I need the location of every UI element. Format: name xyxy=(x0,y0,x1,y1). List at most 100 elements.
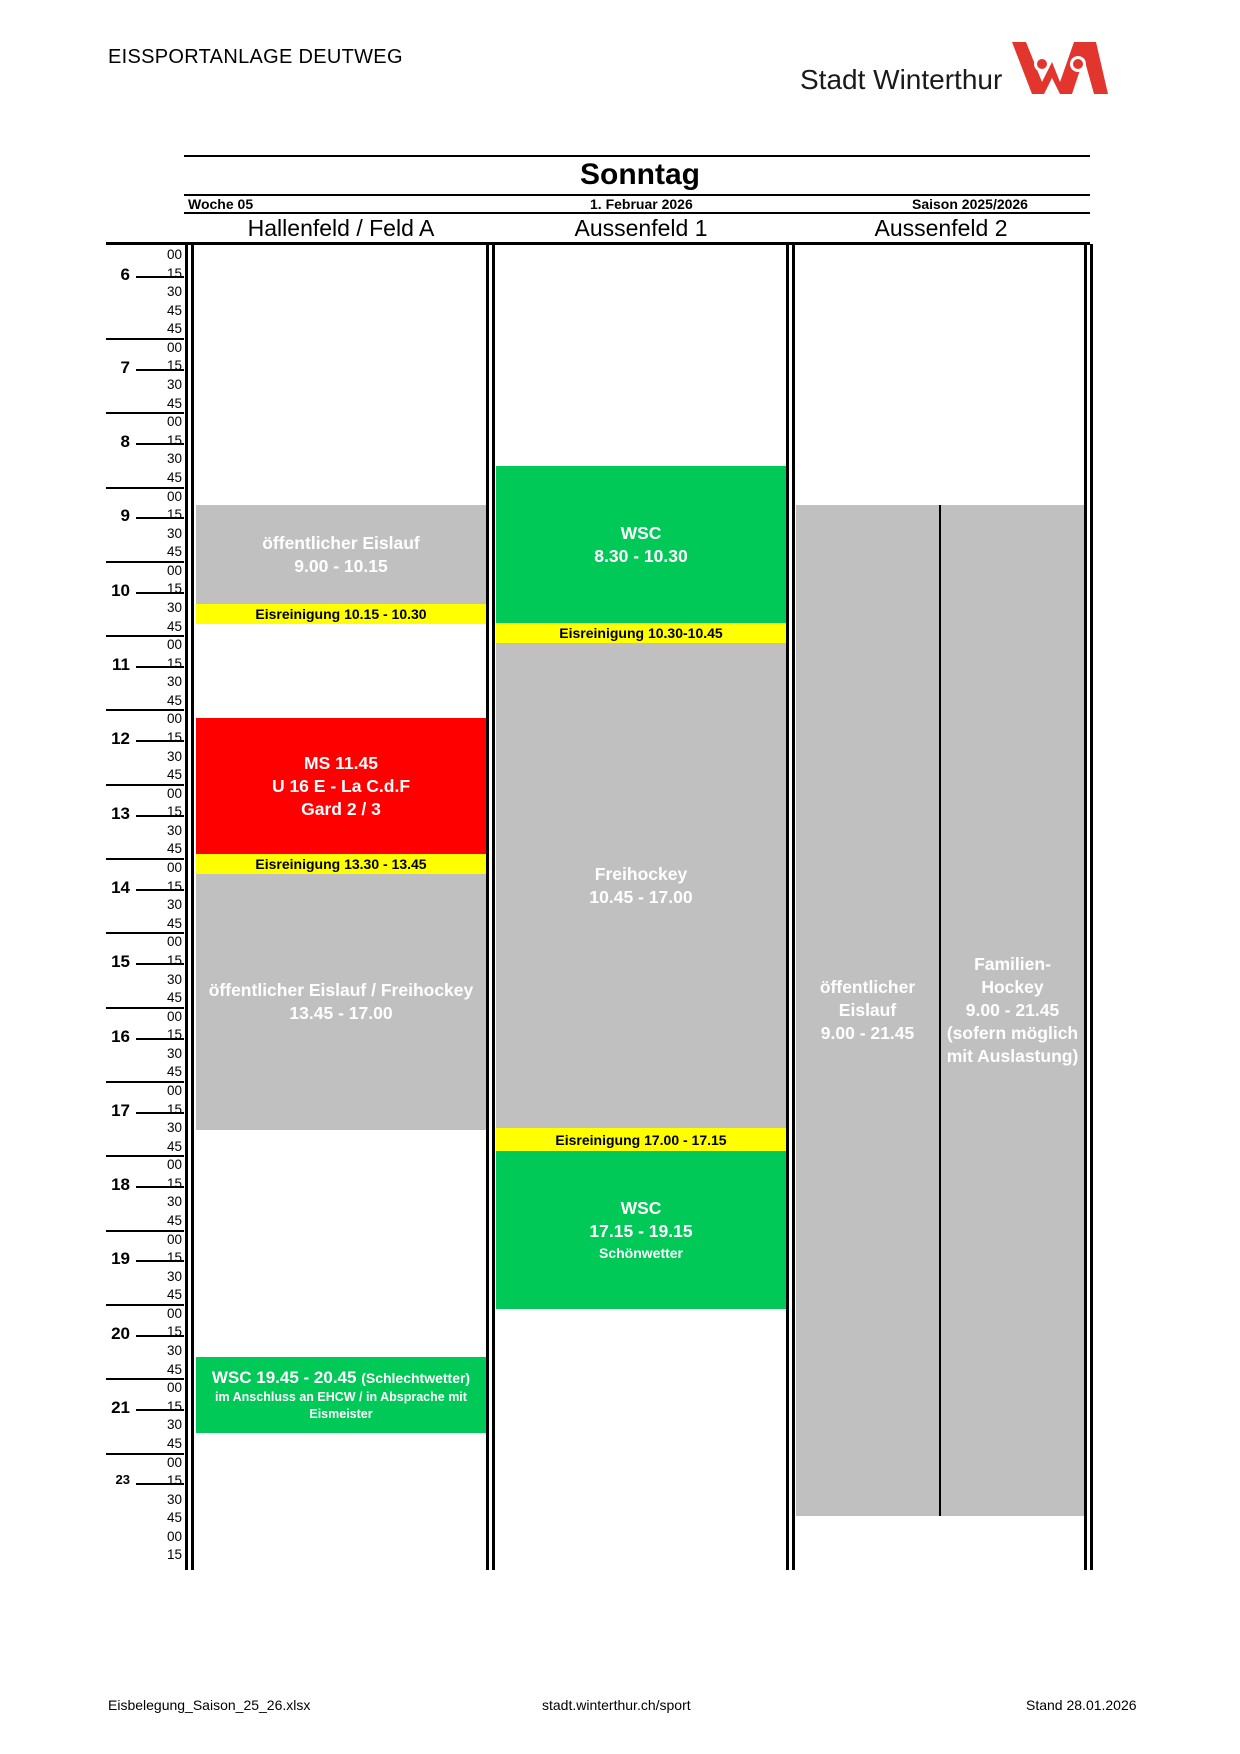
hour-label: 12 xyxy=(111,729,130,749)
minute-label: 45 xyxy=(166,1213,182,1229)
minute-label: 15 xyxy=(166,952,182,968)
city-logo: Stadt Winterthur xyxy=(800,38,1140,98)
minute-label: 45 xyxy=(166,1064,182,1080)
hour-label: 10 xyxy=(111,580,130,600)
hour-label: 23 xyxy=(115,1472,130,1488)
hour-separator xyxy=(106,412,184,415)
date-label: 1. Februar 2026 xyxy=(590,196,693,212)
minute-label: 30 xyxy=(166,599,182,615)
block-title: Hockey xyxy=(981,977,1044,997)
block-oeffentlicher-eislauf-a: öffentlicher Eislauf 9.00 - 10.15 xyxy=(196,505,486,604)
minute-label: 00 xyxy=(166,1528,182,1544)
day-title: Sonntag xyxy=(580,158,700,191)
minute-label: 00 xyxy=(166,785,182,801)
hour-label: 8 xyxy=(120,432,130,452)
minute-label: 45 xyxy=(166,1138,182,1154)
block-time: 9.00 - 21.45 xyxy=(965,1000,1060,1020)
hour-tick xyxy=(136,888,184,891)
block-title: WSC 19.45 - 20.45 xyxy=(211,1368,357,1387)
minute-label: 15 xyxy=(166,1175,182,1191)
block-title: öffentlicher xyxy=(819,977,916,997)
hour-separator xyxy=(106,1303,184,1306)
minute-label: 00 xyxy=(166,1008,182,1024)
hour-tick xyxy=(136,1037,184,1040)
hour-separator xyxy=(106,1452,184,1455)
hour-tick xyxy=(136,1186,184,1189)
minute-label: 45 xyxy=(166,618,182,634)
minute-label: 00 xyxy=(166,1231,182,1247)
block-time: 9.00 - 21.45 xyxy=(820,1023,915,1043)
block-freihockey-b: Freihockey 10.45 - 17.00 xyxy=(496,643,786,1128)
minute-label: 30 xyxy=(166,822,182,838)
block-detail: Gard 2 / 3 xyxy=(301,798,381,819)
block-eisreinigung-a2: Eisreinigung 13.30 - 13.45 xyxy=(196,854,486,874)
minute-label: 30 xyxy=(166,748,182,764)
minute-label: 15 xyxy=(166,1027,182,1043)
minute-label: 30 xyxy=(166,897,182,913)
footer-stand: Stand 28.01.2026 xyxy=(1026,1697,1137,1713)
minute-label: 45 xyxy=(166,1361,182,1377)
hour-tick xyxy=(136,1260,184,1263)
logo-text: Stadt Winterthur xyxy=(800,64,1003,95)
block-wsc-morning: WSC 8.30 - 10.30 xyxy=(496,466,786,623)
hour-tick xyxy=(136,443,184,446)
minute-label: 00 xyxy=(166,562,182,578)
block-familien-hockey: Familien- Hockey 9.00 - 21.45 (sofern mö… xyxy=(941,505,1084,1516)
hour-tick xyxy=(136,665,184,668)
minute-label: 00 xyxy=(166,1305,182,1321)
block-time: 8.30 - 10.30 xyxy=(594,545,688,566)
minute-label: 45 xyxy=(166,767,182,783)
minute-label: 45 xyxy=(166,1287,182,1303)
block-title: WSC xyxy=(620,1198,662,1218)
minute-label: 15 xyxy=(166,432,182,448)
block-title: öffentlicher Eislauf xyxy=(262,532,420,553)
hour-label: 16 xyxy=(111,1026,130,1046)
hour-tick xyxy=(136,1111,184,1114)
minute-label: 30 xyxy=(166,971,182,987)
minute-label: 30 xyxy=(166,377,182,393)
season-label: Saison 2025/2026 xyxy=(912,196,1028,212)
block-note: im Anschluss an EHCW / in Absprache mit … xyxy=(215,1390,467,1421)
minute-label: 45 xyxy=(166,1435,182,1451)
block-time: 10.45 - 17.00 xyxy=(589,886,693,907)
minute-label: 00 xyxy=(166,1157,182,1173)
block-wsc-schlechtwetter: WSC 19.45 - 20.45 (Schlechtwetter) im An… xyxy=(196,1357,486,1433)
minute-label: 45 xyxy=(166,302,182,318)
block-time: 13.45 - 17.00 xyxy=(289,1003,393,1023)
minute-label: 15 xyxy=(166,878,182,894)
hour-label: 19 xyxy=(111,1249,130,1269)
minute-label: 15 xyxy=(166,655,182,671)
hour-label: 11 xyxy=(112,654,130,674)
minute-label: 15 xyxy=(166,730,182,745)
minute-label: 45 xyxy=(166,395,182,411)
minute-label: 00 xyxy=(166,488,182,504)
minute-label: 15 xyxy=(166,1398,182,1414)
hour-tick xyxy=(136,814,184,817)
hour-separator xyxy=(106,709,184,712)
column-border-a1 xyxy=(486,244,489,1570)
hour-separator xyxy=(106,337,184,340)
block-title: MS 11.45 xyxy=(304,752,378,773)
hour-label: 21 xyxy=(111,1398,130,1418)
column-header-feld-a: Hallenfeld / Feld A xyxy=(247,215,435,241)
hour-label: 20 xyxy=(111,1323,130,1343)
block-note: mit Auslastung) xyxy=(946,1046,1079,1066)
minute-label: 00 xyxy=(166,711,182,727)
hour-tick xyxy=(136,740,184,743)
minute-label: 00 xyxy=(166,247,182,262)
minute-label: 45 xyxy=(166,469,182,485)
hour-separator xyxy=(106,1080,184,1083)
hour-separator xyxy=(106,1155,184,1158)
minute-label: 30 xyxy=(166,1491,182,1507)
hour-tick xyxy=(136,275,184,278)
footer-filename: Eisbelegung_Saison_25_26.xlsx xyxy=(108,1697,311,1713)
footer-url[interactable]: stadt.winterthur.ch/sport xyxy=(542,1697,691,1713)
minute-label: 45 xyxy=(166,321,182,337)
minute-label: 00 xyxy=(166,860,182,876)
hour-tick xyxy=(136,1483,184,1486)
minute-label: 30 xyxy=(166,1045,182,1061)
hour-label: 9 xyxy=(120,506,130,526)
hour-separator xyxy=(106,858,184,861)
hour-label: 6 xyxy=(120,264,130,284)
block-eisreinigung-b2: Eisreinigung 17.00 - 17.15 xyxy=(496,1128,786,1151)
